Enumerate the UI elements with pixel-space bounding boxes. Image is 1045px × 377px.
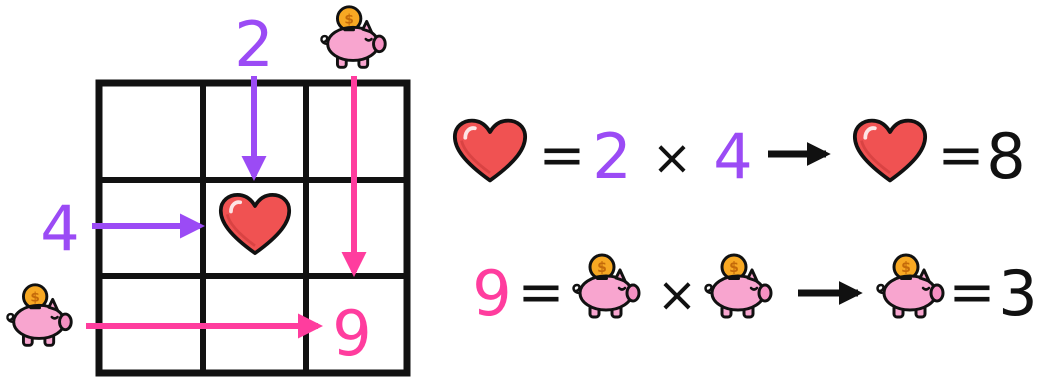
factor-b: 4 [713, 120, 752, 193]
equals-sign: = [949, 260, 996, 325]
piggy-bank-icon [704, 253, 773, 319]
piggy-result: 3 [998, 257, 1037, 330]
row-label: 4 [40, 192, 79, 265]
piggy-bank-icon [5, 283, 73, 347]
cell-value: 9 [332, 297, 371, 370]
product-value: 9 [472, 257, 511, 330]
factor-a: 2 [592, 120, 631, 193]
heart-icon [218, 193, 292, 256]
equals-sign: = [518, 260, 565, 325]
equals-sign: = [539, 123, 586, 188]
piggy-bank-icon [572, 253, 641, 319]
times-sign: × [652, 130, 692, 186]
piggy-bank-icon [319, 5, 387, 69]
piggy-bank-icon [876, 253, 945, 319]
equation-heart: = 2 × 4 = 8 [452, 118, 1026, 193]
equation-piggy: 9 = × = 3 [472, 253, 1038, 330]
times-sign: × [657, 267, 697, 323]
heart-icon [852, 118, 928, 183]
heart-result: 8 [986, 120, 1025, 193]
heart-icon [452, 118, 528, 183]
equals-sign: = [938, 123, 985, 188]
column-label: 2 [234, 8, 273, 81]
